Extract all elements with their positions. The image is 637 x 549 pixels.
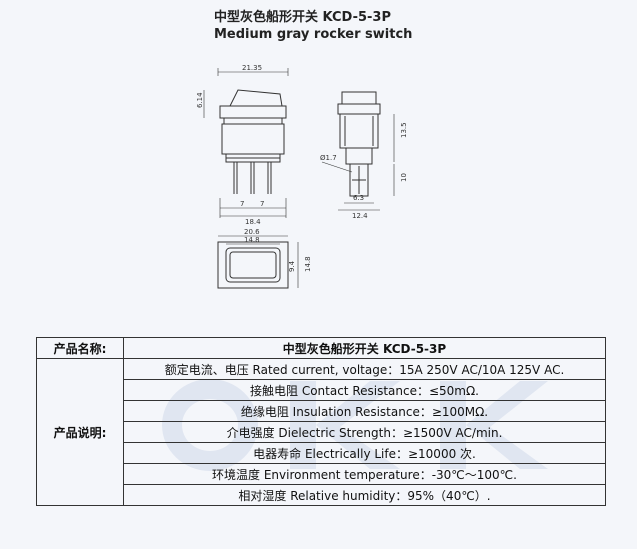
dim-side-width: 12.4 (352, 212, 368, 220)
dim-pin-diameter: Ø1.7 (320, 154, 337, 162)
dim-pin-spacing-b: 7 (260, 200, 264, 208)
dim-top-height: 14.8 (304, 256, 312, 272)
table-row: 相对湿度 Relative humidity：95%（40℃）. (37, 484, 606, 506)
dim-pin-spacing-a: 7 (240, 200, 244, 208)
spec-insulation-resistance: 绝缘电阻 Insulation Resistance：≥100MΩ. (123, 400, 606, 422)
dim-top-inner-height: 9.4 (288, 260, 296, 272)
dim-front-width: 21.35 (242, 64, 262, 72)
title-chinese: 中型灰色船形开关 KCD-5-3P (214, 10, 391, 25)
spec-relative-humidity: 相对湿度 Relative humidity：95%（40℃）. (123, 484, 606, 506)
dim-rocker-height: 6.14 (196, 92, 204, 108)
table-row: 介电强度 Dielectric Strength：≥1500V AC/min. (37, 421, 606, 443)
table-row: 产品说明: 额定电流、电压 Rated current, voltage：15A… (36, 358, 606, 506)
table-row: 接触电阻 Contact Resistance：≤50mΩ. (37, 379, 606, 401)
product-name-label: 产品名称: (36, 337, 124, 359)
spec-table: 产品名称: 中型灰色船形开关 KCD-5-3P 产品说明: 额定电流、电压 Ra… (36, 337, 606, 506)
spec-environment-temp: 环境温度 Environment temperature：-30℃～100℃. (123, 463, 606, 485)
dim-side-height: 13.5 (400, 122, 408, 138)
dim-base-width: 18.4 (245, 218, 261, 226)
product-name-value: 中型灰色船形开关 KCD-5-3P (123, 337, 606, 359)
dim-side-pin-length: 10 (400, 173, 408, 182)
title-english: Medium gray rocker switch (214, 27, 413, 42)
spec-rated-current: 额定电流、电压 Rated current, voltage：15A 250V … (123, 358, 606, 380)
table-row: 产品名称: 中型灰色船形开关 KCD-5-3P (36, 337, 606, 359)
spec-contact-resistance: 接触电阻 Contact Resistance：≤50mΩ. (123, 379, 606, 401)
dim-top-inner-width: 14.8 (244, 236, 260, 244)
dim-top-outer-width: 20.6 (244, 228, 260, 236)
dim-pin-width: 6.3 (353, 194, 364, 202)
product-desc-label: 产品说明: (36, 358, 124, 506)
spec-dielectric-strength: 介电强度 Dielectric Strength：≥1500V AC/min. (123, 421, 606, 443)
spec-electrical-life: 电器寿命 Electrically Life：≥10000 次. (123, 442, 606, 464)
technical-drawing: 21.35 6.14 7 7 18.4 13.5 10 Ø1.7 6.3 12.… (196, 64, 408, 289)
